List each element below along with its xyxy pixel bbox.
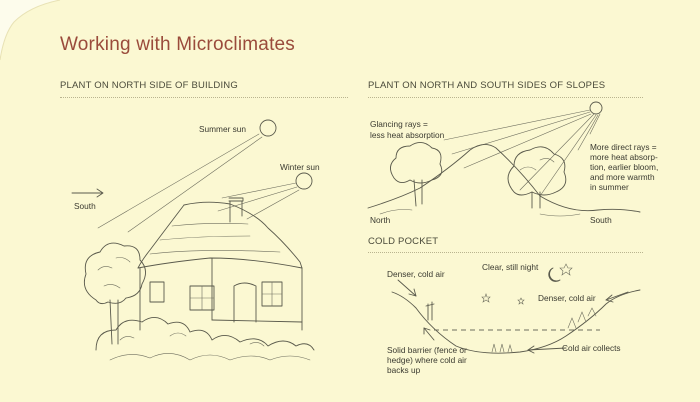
direct-rays-label-line-3: tion, earlier bloom, bbox=[590, 162, 659, 172]
winter-sun-rays bbox=[217, 182, 300, 220]
north-slope-tree bbox=[390, 142, 443, 207]
cold-air-collects-label: Cold air collects bbox=[562, 343, 621, 353]
direct-rays bbox=[519, 113, 601, 197]
solid-barrier-label-line-1: Solid barrier (fence or bbox=[387, 345, 467, 355]
glancing-rays-label-line-2: less heat absorption bbox=[370, 130, 445, 140]
slopes-heading: PLANT ON NORTH AND SOUTH SIDES OF SLOPES bbox=[368, 80, 606, 91]
direct-rays-label-line-1: More direct rays = bbox=[590, 142, 657, 152]
house-shrubs bbox=[95, 317, 315, 361]
winter-sun bbox=[295, 172, 313, 190]
summer-sun-label: Summer sun bbox=[199, 124, 247, 134]
clear-still-night-label: Clear, still night bbox=[482, 262, 539, 272]
slope-sun bbox=[589, 101, 603, 115]
valley-shrubs bbox=[491, 307, 597, 353]
cold-air-arrows bbox=[397, 279, 629, 354]
summer-sun bbox=[259, 119, 277, 137]
solid-barrier-label-line-3: backs up bbox=[387, 365, 421, 375]
hill-profile bbox=[367, 144, 641, 217]
north-side-divider bbox=[60, 97, 348, 98]
cold-pocket-divider bbox=[368, 252, 643, 253]
summer-sun-rays bbox=[97, 133, 263, 233]
direct-rays-label-line-5: in summer bbox=[590, 182, 629, 192]
glancing-rays bbox=[443, 109, 592, 169]
house-drawing bbox=[137, 197, 303, 331]
direct-rays-label-line-2: more heat absorp- bbox=[590, 152, 658, 162]
south-slope-tree bbox=[507, 146, 567, 209]
north-side-heading: PLANT ON NORTH SIDE OF BUILDING bbox=[60, 80, 238, 91]
winter-sun-label: Winter sun bbox=[280, 162, 320, 172]
north-label: North bbox=[370, 215, 391, 225]
page-title: Working with Microclimates bbox=[60, 34, 296, 55]
slope-south-label: South bbox=[590, 215, 612, 225]
cold-pocket-heading: COLD POCKET bbox=[368, 236, 439, 247]
slopes-divider bbox=[368, 97, 643, 98]
solid-barrier-label-line-2: hedge) where cold air bbox=[387, 355, 467, 365]
barrier-fence bbox=[425, 301, 435, 321]
south-label: South bbox=[74, 201, 96, 211]
direct-rays-label-line-4: and more warmth bbox=[590, 172, 655, 182]
house-tree bbox=[83, 242, 146, 345]
moon-icon bbox=[548, 267, 561, 282]
glancing-rays-label-line-1: Glancing rays = bbox=[370, 119, 428, 129]
star-icons bbox=[481, 263, 573, 305]
denser-cold-air-left-label: Denser, cold air bbox=[387, 269, 445, 279]
denser-cold-air-right-label: Denser, cold air bbox=[538, 293, 596, 303]
valley-profile bbox=[391, 289, 641, 354]
south-arrow bbox=[71, 188, 104, 198]
